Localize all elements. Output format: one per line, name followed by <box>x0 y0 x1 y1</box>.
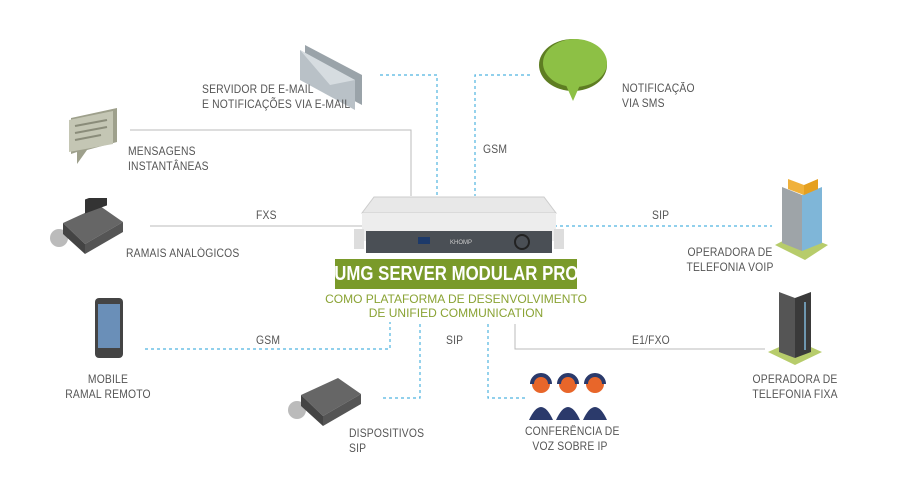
building-icon <box>775 179 828 260</box>
sms-label-line2: VIA SMS <box>622 98 665 110</box>
voip-label-line1: OPERADORA DE <box>687 247 773 259</box>
link-sip-dev <box>380 324 421 399</box>
tower-building-icon <box>768 292 822 365</box>
email-label: SERVIDOR DE E-MAIL E NOTIFICAÇÕES VIA E-M… <box>202 83 350 113</box>
link-label-fxs: FXS <box>256 210 277 222</box>
im-label: MENSAGENS INSTANTÂNEAS <box>128 145 209 175</box>
link-conf <box>487 324 525 399</box>
product-subtitle-2: DE UNIFIED COMMUNICATION <box>368 306 544 320</box>
speech-bubble-icon <box>539 39 607 101</box>
product-subtitle-1: COMO PLATAFORMA DE DESENVOLVIMENTO <box>325 292 587 306</box>
link-im <box>130 129 412 196</box>
device-brand: KHOMP <box>450 240 472 246</box>
headset-users-icon <box>529 373 607 420</box>
link-label-sip-bottom: SIP <box>446 335 464 347</box>
desk-phone-icon <box>50 198 123 254</box>
analog-label: RAMAIS ANALÓGICOS <box>126 248 240 260</box>
product-title-bar: UMG SERVER MODULAR PRO <box>335 259 577 289</box>
im-label-line1: MENSAGENS <box>128 146 196 158</box>
fixa-label-line2: TELEFONIA FIXA <box>752 389 838 401</box>
sms-label-line1: NOTIFICAÇÃO <box>622 83 695 95</box>
link-label-sip-right: SIP <box>652 210 670 222</box>
sms-label: NOTIFICAÇÃO VIA SMS <box>622 82 695 112</box>
product-title: UMG SERVER MODULAR PRO <box>335 263 577 285</box>
fixa-label: OPERADORA DE TELEFONIA FIXA <box>750 373 840 403</box>
link-e1fxo <box>514 324 765 350</box>
sipdev-label-line2: SIP <box>349 443 367 455</box>
mobile-label: MOBILE RAMAL REMOTO <box>63 373 153 403</box>
chat-icon <box>69 108 117 164</box>
conf-label-line2: VOZ SOBRE IP <box>532 441 608 453</box>
sipdev-label: DISPOSITIVOS SIP <box>349 427 424 457</box>
conf-label-line1: CONFERÊNCIA DE <box>525 426 620 438</box>
voip-label-line2: TELEFONIA VOIP <box>686 262 774 274</box>
umg-server-device: KHOMP <box>354 196 564 253</box>
mobile-label-line1: MOBILE <box>87 374 129 386</box>
email-label-line1: SERVIDOR DE E-MAIL <box>202 84 314 96</box>
link-label-e1fxo: E1/FXO <box>632 335 670 347</box>
envelope-icon <box>300 45 362 110</box>
mobile-label-line2: RAMAL REMOTO <box>65 389 151 401</box>
link-label-gsm-top: GSM <box>483 144 508 156</box>
email-label-line2: E NOTIFICAÇÕES VIA E-MAIL <box>202 99 351 111</box>
sipdev-label-line1: DISPOSITIVOS <box>349 428 425 440</box>
voip-label: OPERADORA DE TELEFONIA VOIP <box>685 246 775 276</box>
fixa-label-line1: OPERADORA DE <box>752 374 838 386</box>
im-label-line2: INSTANTÂNEAS <box>128 161 209 173</box>
link-label-gsm-bottom: GSM <box>256 335 281 347</box>
desk-phone-icon <box>288 378 361 426</box>
link-email <box>380 74 438 196</box>
link-sms <box>474 74 530 196</box>
conf-label: CONFERÊNCIA DE VOZ SOBRE IP <box>525 425 619 455</box>
smartphone-icon <box>95 298 123 358</box>
